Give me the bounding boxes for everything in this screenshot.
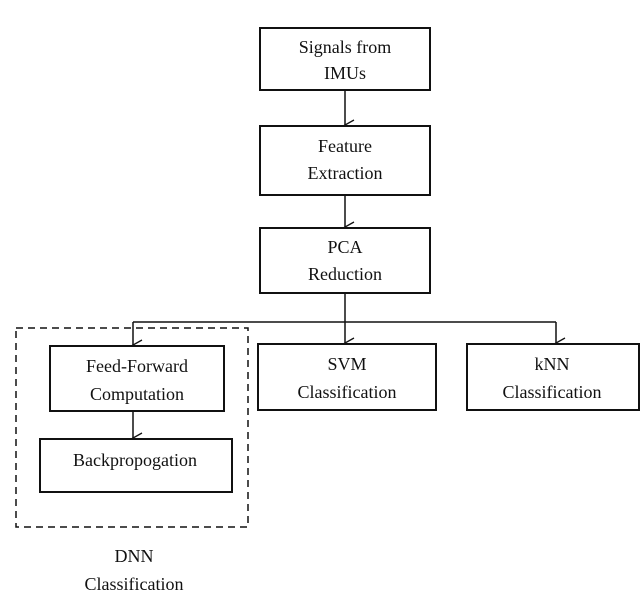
node-signals-line2: IMUs xyxy=(324,63,366,83)
dnn-label-line1: DNN xyxy=(115,546,154,566)
node-backprop-line1: Backpropogation xyxy=(73,450,197,470)
node-pca: PCA Reduction xyxy=(259,227,431,294)
node-pca-line2: Reduction xyxy=(308,264,382,284)
dnn-group-label: DNN Classification xyxy=(85,546,184,591)
node-signals: Signals from IMUs xyxy=(259,27,431,91)
node-feedforward-line1: Feed-Forward xyxy=(86,356,188,376)
node-feature-line1: Feature xyxy=(318,136,372,156)
node-knn-line1: kNN xyxy=(535,354,570,374)
node-knn: kNN Classification xyxy=(466,343,640,411)
node-feature-line2: Extraction xyxy=(308,163,383,183)
node-backprop: Backpropogation xyxy=(39,438,233,493)
dnn-group-dashed-border xyxy=(15,327,249,528)
node-feedforward-line2: Computation xyxy=(90,384,184,404)
node-feedforward: Feed-Forward Computation xyxy=(49,345,225,412)
dnn-label-line2: Classification xyxy=(85,574,184,591)
node-feature: Feature Extraction xyxy=(259,125,431,196)
node-knn-line2: Classification xyxy=(503,382,602,402)
node-svm: SVM Classification xyxy=(257,343,437,411)
node-svm-line2: Classification xyxy=(298,382,397,402)
node-svm-line1: SVM xyxy=(327,354,366,374)
node-signals-line1: Signals from xyxy=(299,37,392,57)
node-pca-line1: PCA xyxy=(327,237,362,257)
